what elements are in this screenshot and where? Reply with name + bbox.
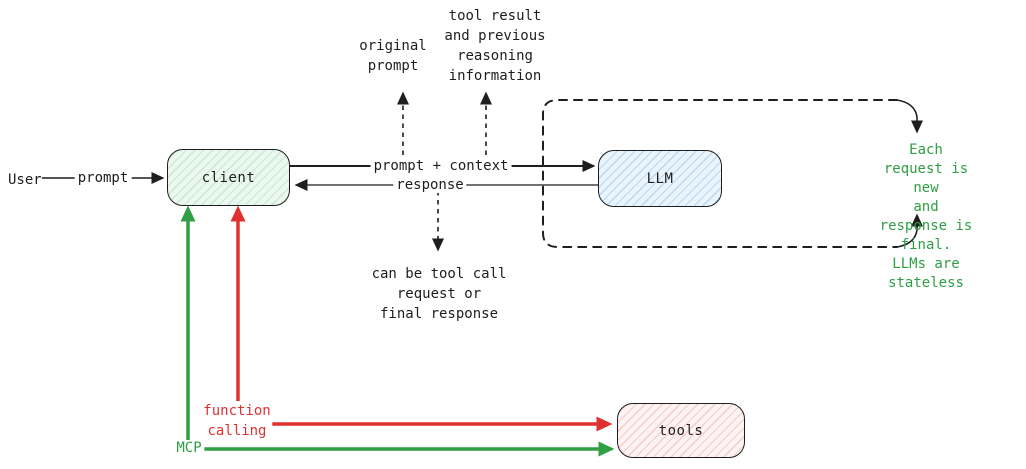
prompt-context-label: prompt + context [370,158,512,174]
tools-node: tools [617,403,745,458]
client-node: client [167,149,290,206]
llm-node: LLM [598,150,722,207]
frame-arrow-bottom [896,213,923,248]
tool-call-label: can be tool call request or final respon… [371,266,507,322]
stateless-dashed-frame [542,99,898,248]
frame-arrow-top [896,99,923,134]
response-label: response [393,177,467,193]
function-calling-label: function calling [201,401,273,441]
mcp-label: MCP [173,440,205,456]
tools-node-label: tools [658,422,704,439]
client-node-label: client [201,169,256,186]
llm-node-label: LLM [646,170,674,187]
prompt-label: prompt [74,170,132,186]
original-prompt-label: original prompt [359,38,427,74]
tool-result-label: tool result and previous reasoning infor… [444,8,546,84]
stateless-note: Each request is new and response is fina… [879,142,973,291]
user-label: User [8,172,42,188]
